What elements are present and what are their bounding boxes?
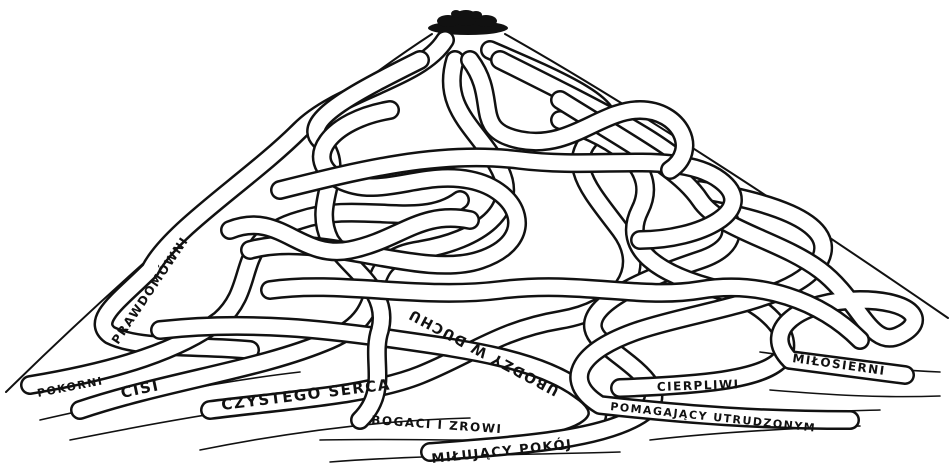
label-cierpliwi: CIERPLIWI [657, 377, 740, 394]
label-bogaci-i-zdrowi: BOGACI I ZROWI [371, 413, 503, 436]
summit-bush [428, 10, 508, 35]
